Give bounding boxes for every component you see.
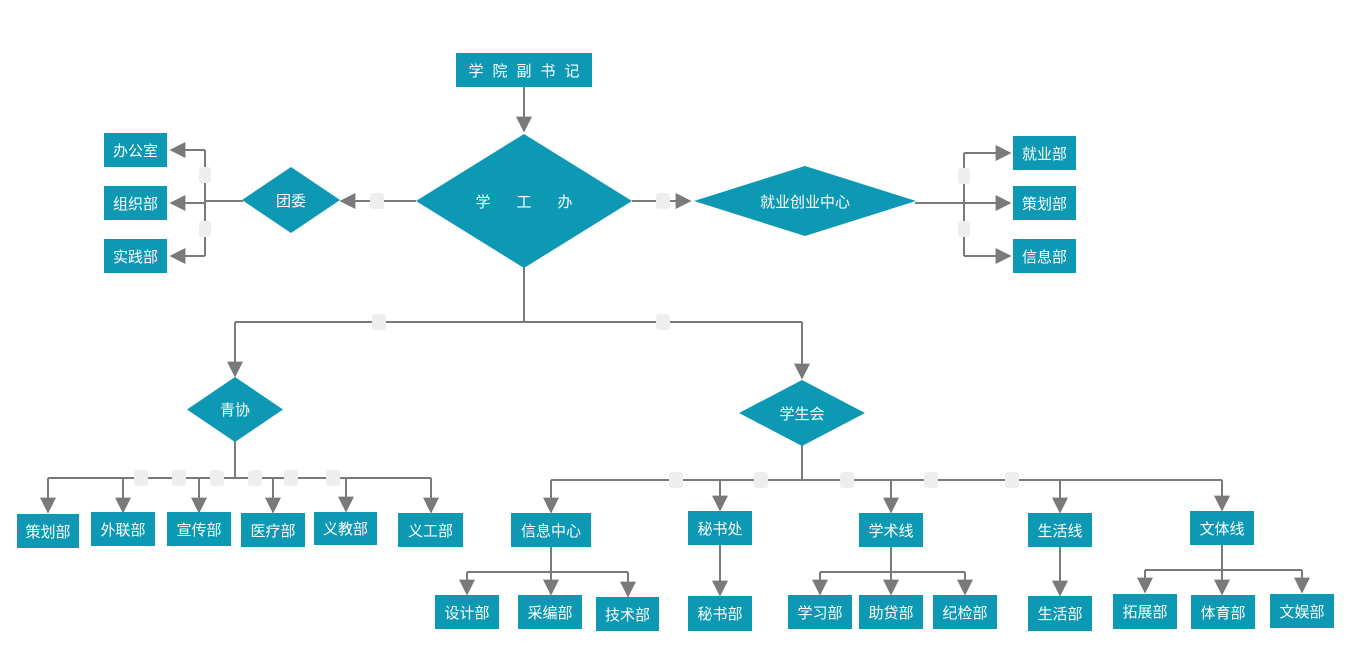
node-label: 生活部 xyxy=(1037,605,1083,623)
node-label: 就业创业中心 xyxy=(759,192,850,211)
diamond-shape xyxy=(416,134,632,268)
node-dept-sports: 体育部 xyxy=(1191,595,1255,629)
node-label: 技术部 xyxy=(604,605,650,624)
node-youth-league-dept-3: 实践部 xyxy=(104,239,167,273)
node-branch-secretariat: 秘书处 xyxy=(688,511,752,545)
node-youth-association-dept-5: 义教部 xyxy=(314,512,377,545)
node-branch-life: 生活线 xyxy=(1028,513,1092,547)
connector-youth-league-departments xyxy=(204,150,243,256)
node-student-union: 学生会 xyxy=(739,380,865,446)
node-youth-association-dept-4: 医疗部 xyxy=(241,513,305,547)
diamond-shape xyxy=(739,380,865,446)
node-label: 拓展部 xyxy=(1122,603,1168,621)
node-deputy-secretary: 学院副书记 xyxy=(456,53,592,87)
node-dept-outreach: 拓展部 xyxy=(1113,594,1177,629)
node-label: 外联部 xyxy=(100,520,146,539)
node-youth-association-dept-6: 义工部 xyxy=(398,513,463,547)
node-label: 组织部 xyxy=(112,194,158,213)
node-employment-dept-3: 信息部 xyxy=(1013,239,1076,273)
node-label: 医疗部 xyxy=(250,521,296,540)
node-student-affairs-office: 学工办 xyxy=(416,134,632,268)
node-label: 策划部 xyxy=(25,522,71,541)
node-employment-dept-2: 策划部 xyxy=(1013,186,1076,220)
node-label: 秘书部 xyxy=(697,605,743,623)
node-employment-dept-1: 就业部 xyxy=(1013,136,1076,170)
node-label: 助贷部 xyxy=(868,603,914,622)
diamond-shape xyxy=(242,167,340,233)
node-label: 设计部 xyxy=(444,603,490,622)
node-dept-living: 生活部 xyxy=(1028,596,1092,631)
node-dept-design: 设计部 xyxy=(435,595,499,629)
node-dept-technology: 技术部 xyxy=(596,597,659,631)
diamond-shape xyxy=(694,166,916,236)
node-dept-secretary: 秘书部 xyxy=(688,596,752,631)
node-label: 文娱部 xyxy=(1279,602,1325,621)
node-dept-discipline: 纪检部 xyxy=(933,595,997,629)
connector-youth-association-bus xyxy=(48,440,431,479)
node-label: 策划部 xyxy=(1021,194,1067,213)
connector-employment-departments xyxy=(915,153,965,256)
node-label: 实践部 xyxy=(112,247,158,266)
node-youth-league-dept-2: 组织部 xyxy=(104,186,167,220)
node-dept-editorial: 采编部 xyxy=(518,595,582,629)
node-label: 学习部 xyxy=(797,603,843,622)
node-label: 生活线 xyxy=(1037,521,1083,540)
connector-student-union-bus xyxy=(551,445,1222,481)
node-youth-association: 青协 xyxy=(187,377,283,442)
node-label: 团委 xyxy=(275,191,306,210)
node-label: 秘书处 xyxy=(697,519,743,538)
node-youth-association-dept-1: 策划部 xyxy=(17,514,79,548)
node-branch-academic: 学术线 xyxy=(859,513,923,547)
node-label: 体育部 xyxy=(1200,603,1246,622)
node-label: 信息中心 xyxy=(520,521,581,540)
node-youth-association-dept-3: 宣传部 xyxy=(167,512,231,546)
node-dept-financial-aid: 助贷部 xyxy=(859,595,923,629)
node-label: 学院副书记 xyxy=(468,61,589,80)
node-dept-study: 学习部 xyxy=(788,595,852,629)
node-label: 宣传部 xyxy=(176,520,222,539)
node-label: 采编部 xyxy=(527,603,573,622)
node-employment-center: 就业创业中心 xyxy=(694,166,916,236)
node-label: 青协 xyxy=(219,401,250,419)
node-branch-information-center: 信息中心 xyxy=(511,513,591,547)
node-youth-league: 团委 xyxy=(242,167,340,233)
node-label: 义工部 xyxy=(407,521,453,540)
node-label: 义教部 xyxy=(322,520,368,538)
node-dept-entertainment: 文娱部 xyxy=(1270,594,1334,628)
diamond-shape xyxy=(187,377,283,442)
node-label: 学工办 xyxy=(475,192,599,211)
node-label: 纪检部 xyxy=(942,603,988,622)
node-youth-league-dept-1: 办公室 xyxy=(104,133,167,167)
node-label: 就业部 xyxy=(1021,144,1067,163)
node-label: 学术线 xyxy=(868,521,914,540)
connector-office-split xyxy=(235,266,802,323)
node-youth-association-dept-2: 外联部 xyxy=(91,512,155,546)
connector-label-markers xyxy=(134,167,1019,488)
node-label: 文体线 xyxy=(1199,519,1245,538)
node-label: 信息部 xyxy=(1021,247,1067,266)
node-branch-culture-sports: 文体线 xyxy=(1190,511,1254,545)
node-label: 办公室 xyxy=(112,141,158,160)
node-label: 学生会 xyxy=(779,404,825,423)
